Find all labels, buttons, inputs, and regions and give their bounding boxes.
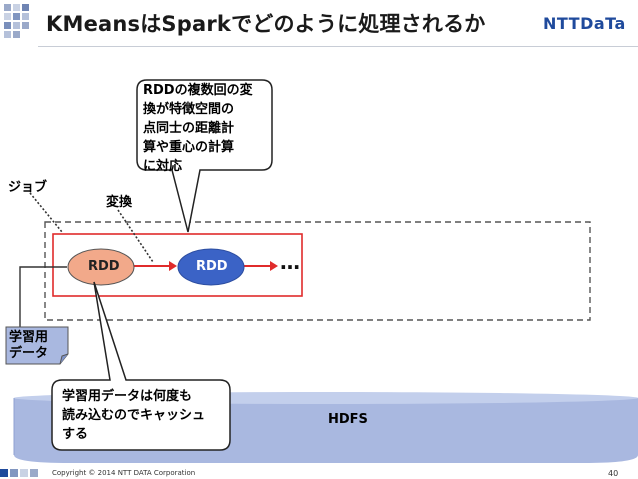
job-label: ジョブ	[8, 180, 48, 195]
training-connector	[19, 266, 67, 330]
transform-label: 変換	[106, 195, 133, 210]
ntt-data-logo: NTTDaTa	[543, 14, 626, 33]
job-region	[44, 221, 591, 321]
copyright-text: Copyright © 2014 NTT DATA Corporation	[52, 469, 196, 477]
training-data-label: 学習用 データ	[9, 330, 49, 361]
hdfs-label: HDFS	[328, 412, 368, 427]
rdd-label-1: RDD	[88, 259, 120, 274]
job-pointer	[29, 192, 63, 233]
transform-pointer	[117, 209, 154, 263]
rdd-node-2	[177, 248, 245, 286]
callout-bottom-text: 学習用データは何度も 読み込むのでキャッシュ する	[62, 389, 206, 442]
callout-top	[136, 79, 273, 233]
rdd-label-2: RDD	[196, 259, 228, 274]
callout-bottom	[51, 281, 231, 451]
page-number: 40	[608, 469, 619, 478]
callout-top-text: RDDの複数回の変 換が特徴空間の 点同士の距離計 算や重心の計算 に対応	[143, 83, 253, 174]
continuation-ellipsis: …	[280, 250, 300, 274]
stage-box	[52, 233, 303, 297]
rdd-node-1	[67, 248, 135, 286]
header-decoration	[4, 4, 29, 38]
training-data-note	[5, 326, 69, 365]
slide-title: KMeansはSparkでどのように処理されるか	[46, 12, 486, 36]
footer-decoration	[0, 469, 38, 477]
header-divider	[38, 46, 638, 47]
